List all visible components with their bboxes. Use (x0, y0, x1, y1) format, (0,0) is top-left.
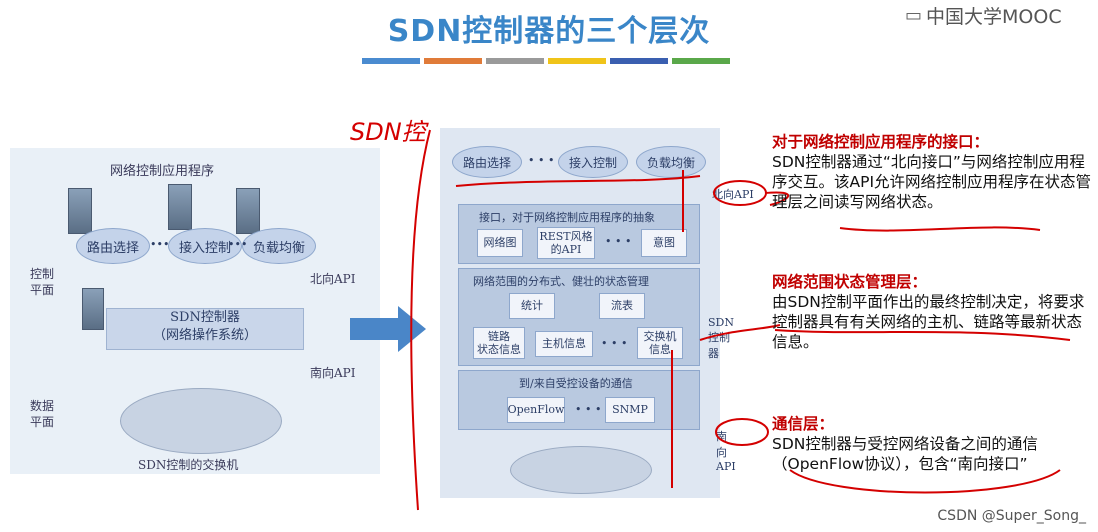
note-state-layer: 网络范围状态管理层： 由SDN控制平面作出的最终控制决定，将要求控制器具有有关网… (772, 272, 1092, 352)
red-circle-openflow (789, 469, 1061, 494)
switch-label: SDN控制的交换机 (138, 458, 239, 472)
communication-layer: 到/来自受控设备的通信 OpenFlow • • • SNMP (458, 370, 700, 430)
ellipsis: • • • (601, 337, 628, 350)
note-interface-layer: 对于网络控制应用程序的接口： SDN控制器通过“北向接口”与网络控制应用程序交互… (772, 132, 1092, 212)
layer-title: 到/来自受控设备的通信 (519, 377, 633, 390)
app-oval-routing: 路由选择 (452, 146, 522, 178)
ellipsis: • • • (528, 154, 555, 167)
ellipsis: ••• (228, 238, 248, 251)
data-plane-label: 数据 平面 (30, 399, 55, 429)
switch-network-cloud (120, 388, 282, 454)
cell-openflow: OpenFlow (507, 397, 565, 423)
controller-title: SDN控制器 (170, 310, 240, 325)
left-diagram: 网络控制应用程序 路由选择 接入控制 负载均衡 ••• ••• 北向API 控制… (10, 148, 380, 474)
app-oval-loadbalance: 负载均衡 (242, 228, 316, 264)
color-bars (362, 58, 730, 64)
mooc-logo: ▭ 中国大学MOOC (905, 2, 1062, 29)
slide-title: SDN控制器的三个层次 (387, 14, 711, 49)
color-bar (548, 58, 606, 64)
note-heading: 对于网络控制应用程序的接口： (772, 133, 990, 151)
sdn-controller-box: SDN控制器 （网络操作系统） (106, 308, 304, 350)
cell-intent: 意图 (641, 229, 687, 257)
note-communication-layer: 通信层： SDN控制器与受控网络设备之间的通信（OpenFlow协议），包含“南… (772, 414, 1092, 474)
note-body: SDN控制器通过“北向接口”与网络控制应用程序交互。该API允许网络控制应用程序… (772, 153, 1092, 211)
cell-network-graph: 网络图 (477, 229, 523, 257)
red-underline (774, 329, 1071, 341)
red-circle (713, 180, 767, 206)
handwritten-label: SDN控 (350, 118, 430, 146)
cell-flow-table: 流表 (599, 293, 645, 319)
control-plane-label: 控制 平面 (30, 267, 55, 297)
right-diagram: 路由选择 接入控制 负载均衡 • • • 北向API 接口，对于网络控制应用程序… (440, 128, 754, 498)
red-connector (699, 324, 781, 341)
northbound-api-label: 北向API (310, 272, 356, 286)
cell-statistics: 统计 (509, 293, 555, 319)
cell-link-state: 链路 状态信息 (473, 327, 525, 359)
color-bar (610, 58, 668, 64)
red-bracket-line (410, 129, 431, 511)
cell-host-info: 主机信息 (535, 331, 593, 357)
server-icon (82, 288, 104, 330)
csdn-watermark: CSDN @Super_Song_ (937, 508, 1086, 524)
interface-layer: 接口，对于网络控制应用程序的抽象 网络图 REST风格 的API • • • 意… (458, 204, 700, 264)
cell-rest-api: REST风格 的API (537, 227, 595, 259)
color-bar (486, 58, 544, 64)
app-oval-access: 接入控制 (168, 228, 242, 264)
ellipsis: • • • (575, 403, 602, 416)
cell-switch-info: 交换机 信息 (637, 327, 683, 359)
ellipsis: ••• (150, 238, 170, 251)
app-oval-access: 接入控制 (558, 146, 628, 178)
layer-title: 网络范围的分布式、健壮的状态管理 (473, 275, 649, 288)
color-bar (362, 58, 420, 64)
logo-text: 中国大学MOOC (926, 6, 1062, 28)
note-heading: 通信层： (772, 415, 835, 433)
apps-label: 网络控制应用程序 (110, 164, 215, 179)
arrow-right-icon (350, 318, 398, 340)
color-bar (424, 58, 482, 64)
switch-network-cloud (510, 446, 652, 494)
red-connector (764, 191, 790, 206)
cell-snmp: SNMP (605, 397, 655, 423)
red-underline (839, 226, 1041, 232)
note-body: 由SDN控制平面作出的最终控制决定，将要求控制器具有有关网络的主机、链路等最新状… (772, 293, 1085, 351)
color-bar (672, 58, 730, 64)
red-circle (715, 418, 769, 446)
controller-subtitle: （网络操作系统） (152, 328, 257, 343)
server-icon (236, 188, 260, 234)
northbound-api-label: 北向API (712, 188, 754, 201)
southbound-api-label: 南向API (716, 430, 736, 473)
ellipsis: • • • (605, 235, 632, 248)
layer-title: 接口，对于网络控制应用程序的抽象 (479, 211, 655, 224)
book-icon: ▭ (905, 5, 923, 26)
southbound-api-label: 南向API (310, 366, 356, 380)
state-management-layer: 网络范围的分布式、健壮的状态管理 统计 流表 链路 状态信息 主机信息 • • … (458, 268, 700, 366)
app-oval-routing: 路由选择 (76, 228, 150, 264)
server-icon (168, 184, 192, 230)
red-underline (455, 175, 701, 187)
app-oval-loadbalance: 负载均衡 (636, 146, 706, 178)
note-body: SDN控制器与受控网络设备之间的通信（OpenFlow协议），包含“南向接口” (772, 435, 1038, 473)
note-heading: 网络范围状态管理层： (772, 273, 928, 291)
server-icon (68, 188, 92, 234)
